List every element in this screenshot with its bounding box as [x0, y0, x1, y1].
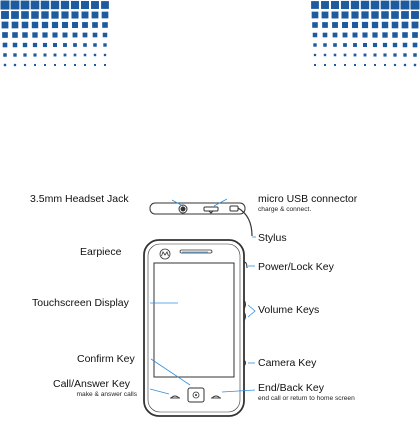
- label-camera-key: Camera Key: [258, 357, 316, 369]
- label-call-answer-key: Call/Answer Key: [53, 378, 130, 390]
- label-end-back-key: End/Back Key: [258, 382, 324, 394]
- label-micro-usb-sub: charge & connect.: [258, 206, 311, 214]
- label-stylus: Stylus: [258, 232, 287, 244]
- label-end-back-sub: end call or return to home screen: [258, 395, 355, 403]
- label-earpiece: Earpiece: [80, 246, 121, 258]
- label-micro-usb-connector: micro USB connector: [258, 193, 357, 205]
- phone-front-view: [144, 240, 247, 416]
- label-touchscreen-display: Touchscreen Display: [32, 297, 129, 309]
- label-confirm-key: Confirm Key: [77, 353, 135, 365]
- phone-top-view: [150, 203, 245, 214]
- label-volume-keys: Volume Keys: [258, 304, 319, 316]
- label-headset-jack: 3.5mm Headset Jack: [30, 193, 129, 205]
- label-power-lock-key: Power/Lock Key: [258, 261, 334, 273]
- label-call-answer-sub: make & answer calls: [77, 391, 137, 399]
